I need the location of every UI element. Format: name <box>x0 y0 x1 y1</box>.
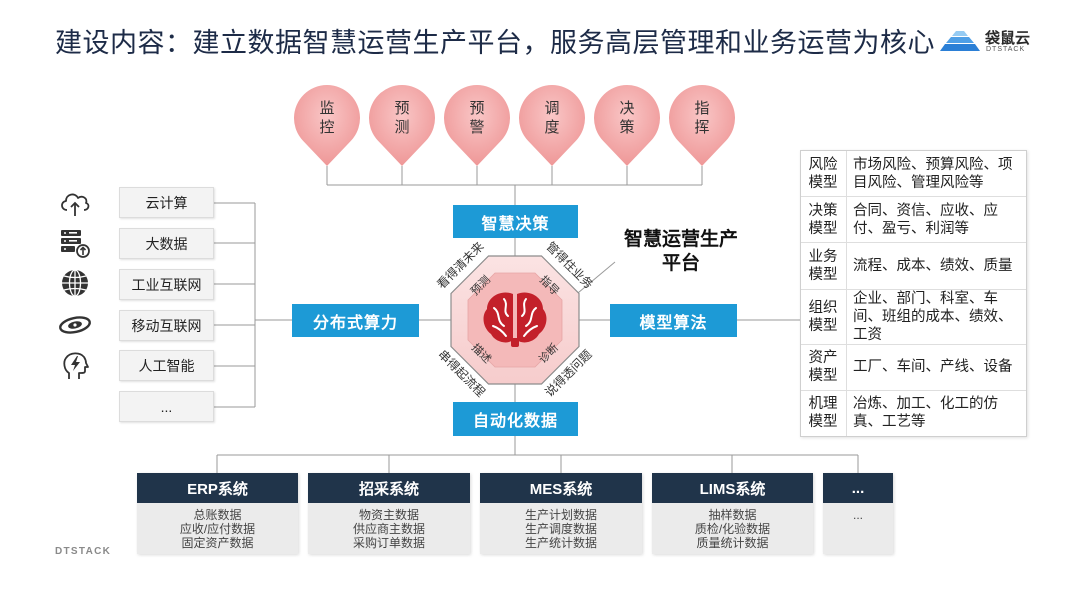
system-card-mes: MES系统 生产计划数据 生产调度数据 生产统计数据 <box>480 473 642 554</box>
system-card-more: ... ... <box>823 473 893 554</box>
model-algorithm-box: 模型算法 <box>610 304 737 337</box>
model-desc: 市场风险、预算风险、项目风险、管理风险等 <box>853 156 1013 191</box>
capability-cloud-computing: 云计算 <box>119 187 214 218</box>
model-name: 业务模型 <box>808 249 838 283</box>
model-row: 决策模型 合同、资信、应收、应付、盈亏、利润等 <box>801 196 1026 243</box>
model-desc-cell: 企业、部门、科室、车间、班组的成本、绩效、工资 <box>847 290 1026 344</box>
pin-label-alert: 预警 <box>469 100 485 136</box>
system-items: 物资主数据 供应商主数据 采购订单数据 <box>308 503 470 554</box>
footer-brand: DTSTACK <box>55 546 112 557</box>
system-items: 生产计划数据 生产调度数据 生产统计数据 <box>480 503 642 554</box>
smart-decision-box: 智慧决策 <box>453 205 578 238</box>
automated-data-box: 自动化数据 <box>453 402 578 436</box>
pin-label-command: 指挥 <box>694 100 710 136</box>
model-row: 业务模型 流程、成本、绩效、质量 <box>801 242 1026 289</box>
model-desc: 流程、成本、绩效、质量 <box>853 258 1013 274</box>
system-card-erp: ERP系统 总账数据 应收/应付数据 固定资产数据 <box>137 473 298 554</box>
hub-octagon-inner <box>467 272 563 368</box>
system-item: 应收/应付数据 <box>179 522 256 536</box>
system-card-procurement: 招采系统 物资主数据 供应商主数据 采购订单数据 <box>308 473 470 554</box>
system-item: 供应商主数据 <box>352 522 425 536</box>
system-item: 生产统计数据 <box>524 536 597 550</box>
capability-more: ... <box>119 391 214 422</box>
brain-icon <box>483 292 547 347</box>
system-item: 质检/化验数据 <box>694 522 771 536</box>
model-row: 机理模型 冶炼、加工、化工的仿真、工艺等 <box>801 389 1026 437</box>
page-title: 建设内容：建立数据智慧运营生产平台，服务高层管理和业务运营为核心 <box>55 28 935 58</box>
platform-label: 智慧运营生产平台 <box>623 229 738 274</box>
head-lightning-icon <box>63 352 89 379</box>
system-items: ... <box>823 503 893 554</box>
system-title: MES系统 <box>480 473 642 503</box>
orbit-icon <box>59 316 91 334</box>
system-item: 质量统计数据 <box>696 536 769 550</box>
model-desc: 工厂、车间、产线、设备 <box>853 359 1013 376</box>
system-item: 总账数据 <box>193 508 242 522</box>
model-name-cell: 资产模型 <box>801 344 847 390</box>
system-title: ERP系统 <box>137 473 298 503</box>
system-items: 抽样数据 质检/化验数据 质量统计数据 <box>652 503 813 554</box>
model-desc: 冶炼、加工、化工的仿真、工艺等 <box>853 396 998 431</box>
model-name: 组织模型 <box>808 299 838 334</box>
pin-shape <box>293 85 360 166</box>
model-desc-cell: 市场风险、预算风险、项目风险、管理风险等 <box>847 151 1026 196</box>
model-name: 机理模型 <box>808 396 838 431</box>
system-item: ... <box>852 508 863 522</box>
pin-shape <box>519 85 585 166</box>
pin-shape <box>369 85 436 166</box>
distributed-compute-box: 分布式算力 <box>292 304 419 337</box>
system-item: 抽样数据 <box>708 508 757 522</box>
model-desc: 合同、资信、应收、应付、盈亏、利润等 <box>853 202 998 237</box>
pin-label-monitor: 监控 <box>319 100 335 136</box>
capability-ai: 人工智能 <box>119 350 214 381</box>
model-desc-cell: 流程、成本、绩效、质量 <box>847 243 1026 288</box>
model-row: 风险模型 市场风险、预算风险、项目风险、管理风险等 <box>801 151 1026 197</box>
model-desc: 企业、部门、科室、车间、班组的成本、绩效、工资 <box>853 290 1013 343</box>
pin-shape <box>594 85 660 166</box>
system-item: 采购订单数据 <box>352 536 425 550</box>
system-title: ... <box>823 473 893 503</box>
server-upload-icon <box>61 230 90 258</box>
cloud-logo-icon <box>940 31 980 51</box>
capability-industrial-internet: 工业互联网 <box>119 269 214 300</box>
pin-shape <box>444 85 510 166</box>
pin-shapes <box>293 85 735 166</box>
model-name-cell: 风险模型 <box>801 151 847 197</box>
model-row: 组织模型 企业、部门、科室、车间、班组的成本、绩效、工资 <box>801 288 1026 344</box>
model-name: 资产模型 <box>808 350 838 385</box>
model-row: 资产模型 工厂、车间、产线、设备 <box>801 343 1026 390</box>
model-desc-cell: 冶炼、加工、化工的仿真、工艺等 <box>847 391 1026 436</box>
model-name-cell: 决策模型 <box>801 197 847 243</box>
model-name: 风险模型 <box>808 156 838 191</box>
system-item: 物资主数据 <box>358 508 419 522</box>
system-card-lims: LIMS系统 抽样数据 质检/化验数据 质量统计数据 <box>652 473 813 554</box>
system-title: 招采系统 <box>308 473 470 503</box>
system-item: 生产计划数据 <box>524 508 597 522</box>
globe-icon <box>62 269 88 297</box>
system-item: 生产调度数据 <box>524 522 597 536</box>
hub-octagon <box>450 255 580 385</box>
system-items: 总账数据 应收/应付数据 固定资产数据 <box>137 503 298 554</box>
pin-label-decision: 决策 <box>619 100 635 136</box>
logo-subtitle: DTSTACK <box>986 46 1026 53</box>
model-desc-cell: 合同、资信、应收、应付、盈亏、利润等 <box>847 197 1026 242</box>
capability-big-data: 大数据 <box>119 228 214 259</box>
model-name-cell: 组织模型 <box>801 289 847 344</box>
pin-label-dispatch: 调度 <box>544 100 560 136</box>
model-table: 风险模型 市场风险、预算风险、项目风险、管理风险等 决策模型 合同、资信、应收、… <box>800 150 1027 437</box>
pin-label-forecast: 预测 <box>394 100 410 136</box>
model-name-cell: 机理模型 <box>801 390 847 437</box>
capability-mobile-internet: 移动互联网 <box>119 310 214 341</box>
model-name: 决策模型 <box>808 202 838 237</box>
model-name-cell: 业务模型 <box>801 243 847 289</box>
system-title: LIMS系统 <box>652 473 813 503</box>
logo-name: 袋鼠云 <box>985 30 1031 47</box>
pin-shape <box>668 85 735 166</box>
cloud-upload-icon <box>61 193 90 216</box>
model-desc-cell: 工厂、车间、产线、设备 <box>847 345 1026 390</box>
system-item: 固定资产数据 <box>181 536 254 550</box>
